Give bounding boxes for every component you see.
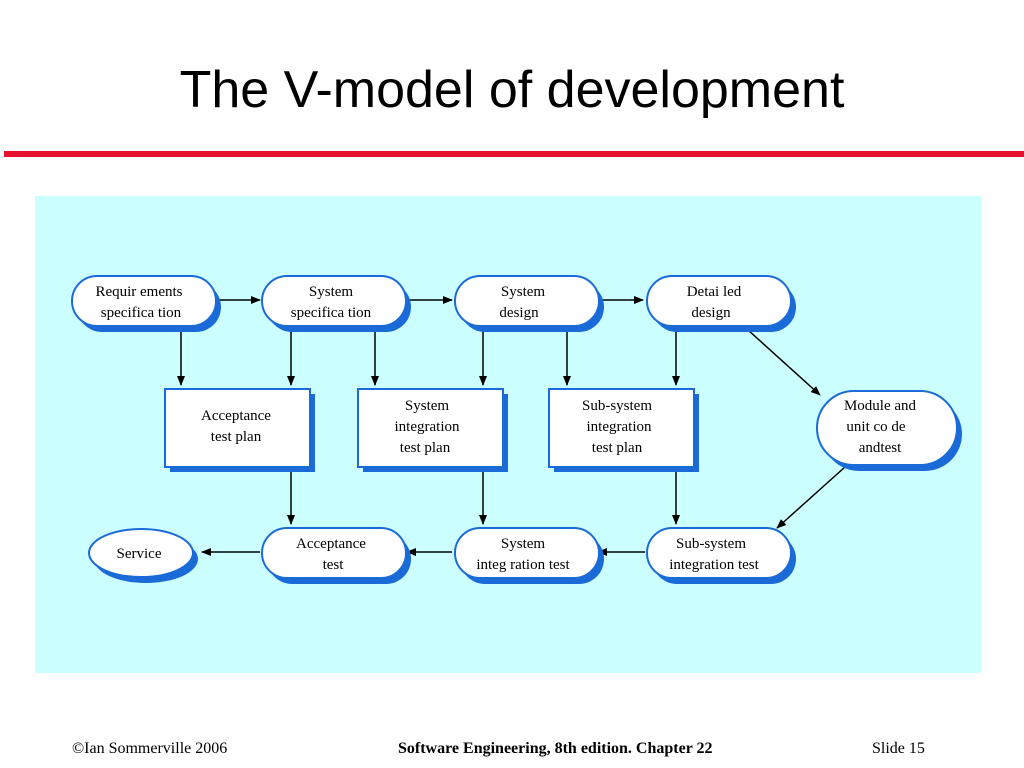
node-system-specification: System specifica tion <box>261 275 411 332</box>
node-label: unit co de <box>846 419 905 435</box>
node-subsystem-integration-test: Sub-system integration test <box>646 527 796 584</box>
node-label: Detai led <box>687 284 742 300</box>
node-label: System <box>501 536 546 552</box>
node-subsystem-integration-test-plan: Sub-system integration test plan <box>548 388 699 472</box>
node-label: System <box>501 284 546 300</box>
node-label: specifica tion <box>101 305 182 321</box>
node-label: andtest <box>859 440 902 456</box>
node-label: integ ration test <box>476 557 570 573</box>
node-system-design: System design <box>454 275 604 332</box>
node-label: Service <box>117 546 162 562</box>
node-acceptance-test-plan: Acceptance test plan <box>164 388 315 472</box>
node-label: integration <box>395 419 460 435</box>
slide-title: The V-model of development <box>179 61 845 119</box>
node-label: design <box>499 305 539 321</box>
node-label: System <box>405 398 450 414</box>
footer-copyright: ©Ian Sommerville 2006 <box>72 740 228 757</box>
connectors <box>177 296 846 556</box>
node-system-integration-test-plan: System integration test plan <box>357 388 508 472</box>
footer-slide-number: Slide 15 <box>872 740 925 757</box>
node-label: Requir ements <box>95 284 182 300</box>
node-label: Sub-system <box>582 398 652 414</box>
node-label: Acceptance <box>201 408 271 424</box>
node-label: test <box>323 557 345 573</box>
node-label: System <box>309 284 354 300</box>
node-system-integration-test: System integ ration test <box>454 527 604 584</box>
node-label: integration <box>587 419 652 435</box>
node-label: Sub-system <box>676 536 746 552</box>
node-label: test plan <box>592 440 643 456</box>
node-label: test plan <box>211 429 262 445</box>
node-label: Module and <box>844 398 917 414</box>
node-service: Service <box>88 528 198 583</box>
node-label: integration test <box>669 557 759 573</box>
node-acceptance-test: Acceptance test <box>261 527 411 584</box>
node-detailed-design: Detai led design <box>646 275 796 332</box>
node-label: specifica tion <box>291 305 372 321</box>
footer-book-title: Software Engineering, 8th edition. Chapt… <box>398 740 713 757</box>
arrow-detailed-to-module <box>747 329 821 396</box>
node-module-unit-code-and-test: Module and unit co de andtest <box>816 390 962 471</box>
node-requirements-specification: Requir ements specifica tion <box>71 275 221 332</box>
title-underline <box>4 151 1024 157</box>
node-label: test plan <box>400 440 451 456</box>
node-label: design <box>691 305 731 321</box>
node-label: Acceptance <box>296 536 366 552</box>
arrow-module-to-subinttest <box>776 466 846 529</box>
